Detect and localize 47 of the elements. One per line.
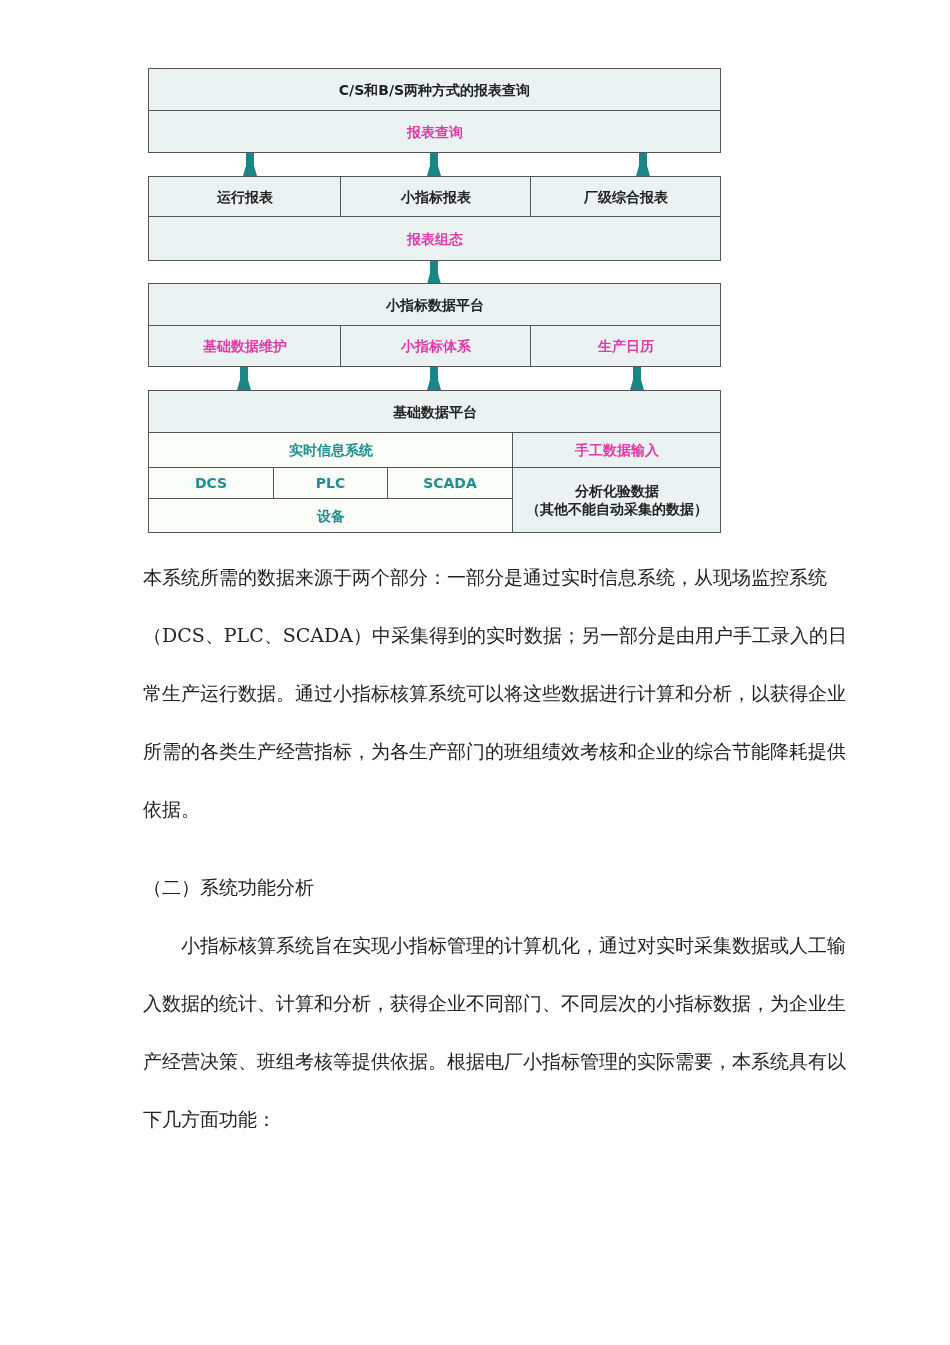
text-paragraph: 本系统所需的数据来源于两个部分：一部分是通过实时信息系统，从现场监控系统（DCS、PLC、SCADA）中采集得到的实时数据；另一部分是由用户手工录入的日常生产运行数据。通过小指标核算系统可以将这些数据进行计算和分析，以获得企业所需的各类生产经营指标，为各生产部门的班组绩效考核和企业的综合节能降耗提供依据。 bbox=[143, 565, 848, 822]
cell-label: PLC bbox=[315, 474, 346, 492]
block-arrow bbox=[427, 260, 441, 284]
block-arrow bbox=[427, 152, 441, 176]
cell-label: C/S和B/S两种方式的报表查询 bbox=[338, 80, 531, 99]
layer-box bbox=[148, 68, 721, 111]
block-arrow bbox=[636, 152, 650, 176]
cell-label: 报表查询 bbox=[406, 122, 463, 141]
module-cell bbox=[530, 325, 721, 367]
cell-label: 基础数据平台 bbox=[392, 402, 477, 421]
module-cell bbox=[340, 325, 531, 367]
module-cell bbox=[273, 467, 388, 499]
module-cell bbox=[148, 325, 341, 367]
block-arrow bbox=[427, 366, 441, 390]
layer-box bbox=[148, 216, 721, 261]
cell-label: 小指标数据平台 bbox=[385, 295, 484, 314]
module-cell bbox=[148, 432, 513, 468]
cell-label: 设备 bbox=[316, 506, 345, 525]
cell-label: 生产日历 bbox=[597, 337, 654, 355]
module-cell bbox=[148, 176, 341, 217]
cell-label: 小指标体系 bbox=[400, 337, 471, 355]
module-cell bbox=[512, 432, 721, 468]
cell-label: 厂级综合报表 bbox=[583, 187, 668, 206]
module-cell bbox=[340, 176, 531, 217]
cell-label: SCADA bbox=[423, 474, 477, 492]
module-cell bbox=[148, 467, 274, 499]
cell-label: 基础数据维护 bbox=[202, 337, 287, 355]
layer-box bbox=[148, 110, 721, 153]
cell-label: 手工数据输入 bbox=[574, 441, 659, 459]
block-arrow bbox=[237, 366, 251, 390]
cell-label: 报表组态 bbox=[406, 229, 463, 248]
module-cell bbox=[387, 467, 513, 499]
cell-label: 实时信息系统 bbox=[288, 441, 373, 459]
text-paragraph: 小指标核算系统旨在实现小指标管理的计算机化，通过对实时采集数据或人工输入数据的统计、计算和分析，获得企业不同部门、不同层次的小指标数据，为企业生产经营决策、班组考核等提供依据。根据电厂小指标管理的实际需要，本系统具有以下几方面功能： bbox=[143, 933, 847, 1132]
cell-label: DCS bbox=[194, 474, 228, 492]
layer-box bbox=[148, 390, 721, 433]
cell-label: 运行报表 bbox=[216, 187, 273, 206]
cell-label: （其他不能自动采集的数据） bbox=[525, 500, 708, 518]
module-cell bbox=[148, 498, 513, 533]
cell-label: 分析化验数据 bbox=[574, 482, 659, 500]
block-arrow bbox=[630, 366, 644, 390]
module-cell bbox=[530, 176, 721, 217]
module-cell bbox=[512, 467, 721, 533]
block-arrow bbox=[243, 152, 257, 176]
layer-box bbox=[148, 283, 721, 326]
cell-label: 小指标报表 bbox=[400, 187, 471, 206]
section-heading: （二）系统功能分析 bbox=[143, 875, 315, 900]
